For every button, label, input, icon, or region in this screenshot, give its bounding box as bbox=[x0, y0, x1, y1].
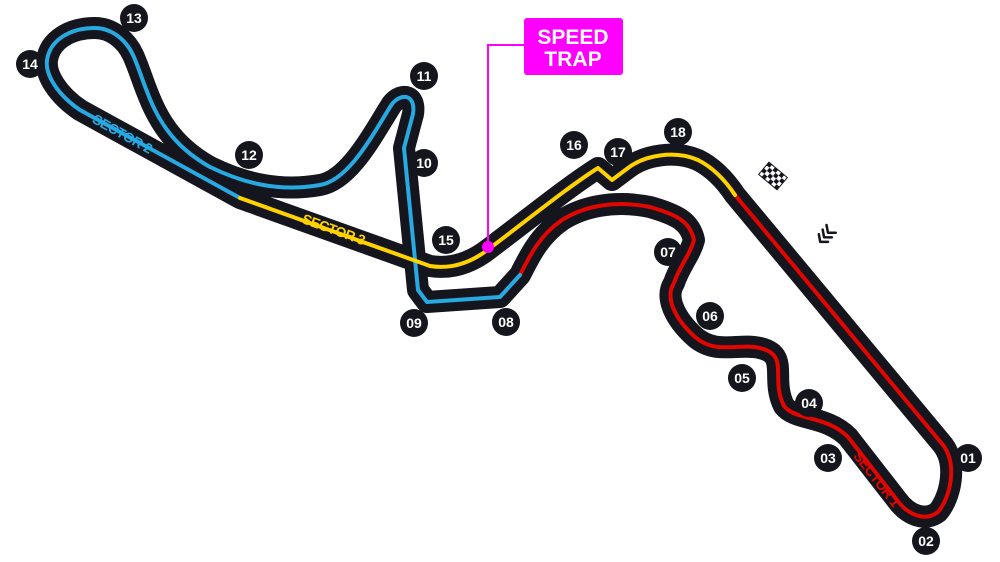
turn-marker-01: 01 bbox=[954, 444, 982, 472]
turn-marker-11: 11 bbox=[410, 62, 438, 90]
turn-marker-circle bbox=[235, 141, 263, 169]
turn-marker-circle bbox=[954, 444, 982, 472]
chequered-flag-icon bbox=[757, 161, 789, 191]
turn-marker-circle bbox=[728, 364, 756, 392]
turn-marker-circle bbox=[795, 389, 823, 417]
turn-marker-04: 04 bbox=[795, 389, 823, 417]
direction-chevrons-icon bbox=[817, 223, 837, 244]
speed-trap-line1: SPEED bbox=[537, 26, 608, 49]
turn-marker-14: 14 bbox=[16, 50, 44, 78]
turn-number: 15 bbox=[438, 232, 454, 248]
turn-marker-circle bbox=[912, 527, 940, 555]
sector-lines bbox=[44, 26, 954, 519]
turn-marker-circle bbox=[410, 149, 438, 177]
speed-trap-marker bbox=[482, 241, 494, 253]
speed-trap-box bbox=[524, 18, 623, 75]
turn-marker-circle bbox=[410, 62, 438, 90]
turn-number: 11 bbox=[417, 68, 432, 84]
turn-number: 07 bbox=[660, 244, 676, 260]
turn-number: 09 bbox=[406, 315, 422, 331]
turn-number: 02 bbox=[918, 533, 934, 549]
turn-number: 01 bbox=[960, 450, 976, 466]
speed-trap: SPEED TRAP bbox=[482, 18, 623, 253]
turn-marker-circle bbox=[560, 131, 588, 159]
turn-number: 04 bbox=[801, 395, 817, 411]
speed-trap-line2: TRAP bbox=[544, 48, 601, 71]
turn-marker-circle bbox=[492, 308, 520, 336]
turn-marker-16: 16 bbox=[560, 131, 588, 159]
turn-marker-05: 05 bbox=[728, 364, 756, 392]
turn-marker-15: 15 bbox=[432, 226, 460, 254]
turn-marker-17: 17 bbox=[604, 138, 632, 166]
turn-marker-10: 10 bbox=[410, 149, 438, 177]
sector-2-line bbox=[44, 26, 522, 304]
turn-marker-circle bbox=[664, 118, 692, 146]
turn-marker-18: 18 bbox=[664, 118, 692, 146]
turn-marker-06: 06 bbox=[696, 302, 724, 330]
turn-marker-circle bbox=[400, 309, 428, 337]
turn-marker-circle bbox=[814, 444, 842, 472]
turn-markers: 01 02 03 04 05 06 07 08 09 10 11 12 13 14 15 16 17 18 bbox=[16, 4, 982, 555]
turn-marker-circle bbox=[432, 226, 460, 254]
turn-marker-08: 08 bbox=[492, 308, 520, 336]
turn-number: 08 bbox=[498, 314, 514, 330]
turn-number: 03 bbox=[820, 450, 836, 466]
turn-marker-03: 03 bbox=[814, 444, 842, 472]
turn-marker-09: 09 bbox=[400, 309, 428, 337]
turn-number: 13 bbox=[126, 10, 142, 26]
sector-1-line bbox=[518, 193, 954, 519]
turn-marker-12: 12 bbox=[235, 141, 263, 169]
turn-number: 14 bbox=[22, 56, 38, 72]
turn-marker-circle bbox=[696, 302, 724, 330]
turn-number: 05 bbox=[734, 370, 750, 386]
sector-3-line bbox=[238, 152, 737, 269]
turn-marker-circle bbox=[16, 50, 44, 78]
turn-number: 12 bbox=[241, 147, 257, 163]
track-outline bbox=[35, 17, 963, 528]
turn-number: 18 bbox=[670, 124, 686, 140]
turn-marker-13: 13 bbox=[120, 4, 148, 32]
turn-marker-07: 07 bbox=[654, 238, 682, 266]
turn-number: 17 bbox=[610, 144, 626, 160]
turn-marker-02: 02 bbox=[912, 527, 940, 555]
turn-number: 06 bbox=[702, 308, 718, 324]
turn-marker-circle bbox=[604, 138, 632, 166]
turn-marker-circle bbox=[654, 238, 682, 266]
turn-number: 10 bbox=[416, 155, 432, 171]
speed-trap-leader-line bbox=[487, 44, 525, 247]
turn-number: 16 bbox=[566, 137, 582, 153]
turn-marker-circle bbox=[120, 4, 148, 32]
